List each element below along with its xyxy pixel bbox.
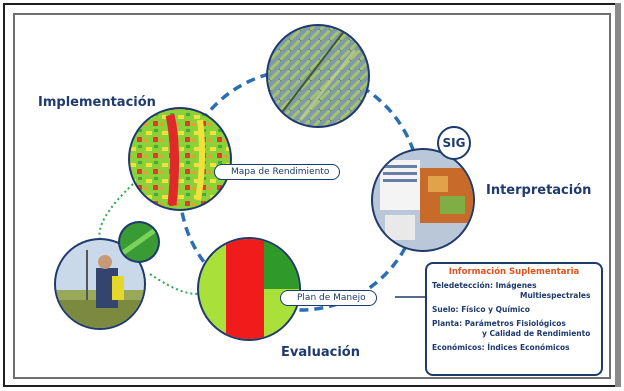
- pill-mapa-de-rendimiento: Mapa de Rendimiento: [214, 164, 341, 180]
- pill-plan-de-manejo: Plan de Manejo: [280, 290, 377, 306]
- stage-label-implementacion: Implementación: [38, 95, 156, 110]
- info-line: y Calidad de Rendimiento: [432, 329, 596, 339]
- inner-border: [13, 13, 611, 379]
- stage-label-evaluacion: Evaluación: [281, 345, 360, 360]
- info-key: Económicos:: [432, 343, 485, 352]
- right-edge-strip: [615, 3, 621, 387]
- small-field-circle: [118, 221, 160, 263]
- info-key: Teledetección:: [432, 281, 493, 290]
- info-line: Económicos: Índices Económicos: [432, 343, 596, 353]
- evaluation-circle: [197, 237, 301, 341]
- satellite-image-circle: [266, 24, 370, 128]
- info-value: Índices Económicos: [487, 343, 570, 352]
- supplementary-info-box: Información Suplementaria Teledetección:…: [425, 262, 603, 376]
- info-value: Multiespectrales: [520, 291, 591, 300]
- info-value: Imágenes: [495, 281, 537, 290]
- gis-screen-circle: [371, 148, 475, 252]
- info-value: Parámetros Fisiológicos: [464, 319, 566, 328]
- info-key: Planta:: [432, 319, 463, 328]
- info-line: Teledetección: Imágenes: [432, 281, 596, 291]
- info-line: Suelo: Físico y Químico: [432, 305, 596, 315]
- info-line: Multiespectrales: [432, 291, 596, 301]
- info-key: Suelo:: [432, 305, 459, 314]
- info-value: Físico y Químico: [461, 305, 530, 314]
- sig-badge: SIG: [437, 126, 471, 160]
- yield-map-circle: [128, 107, 232, 211]
- stage-label-interpretacion: Interpretación: [486, 183, 592, 198]
- info-box-title: Información Suplementaria: [448, 267, 580, 277]
- info-line: Planta: Parámetros Fisiológicos: [432, 319, 596, 329]
- info-value: y Calidad de Rendimiento: [482, 329, 591, 338]
